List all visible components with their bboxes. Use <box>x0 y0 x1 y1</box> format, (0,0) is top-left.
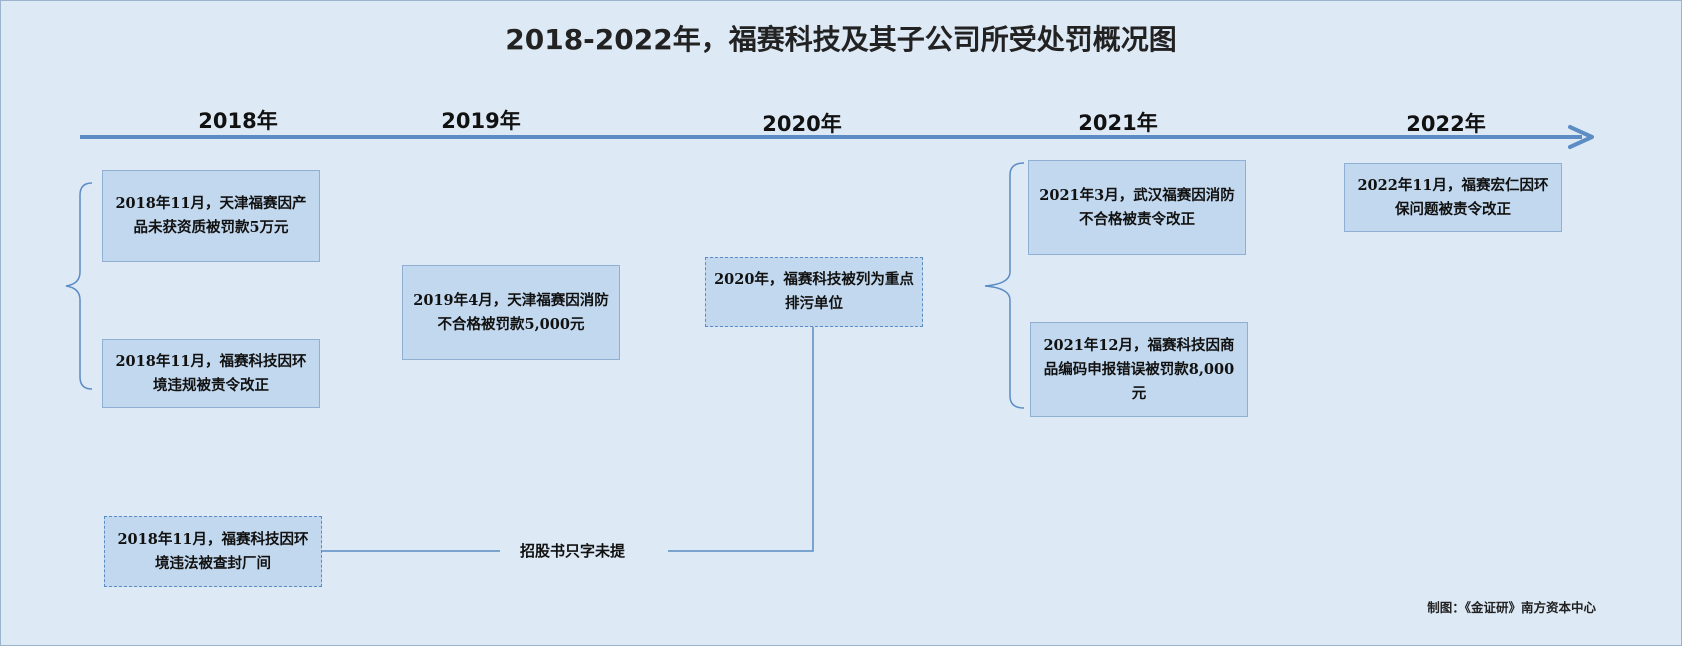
year-label-2021: 2021年 <box>1078 111 1158 135</box>
brace-2018 <box>65 182 93 390</box>
year-label-2022: 2022年 <box>1406 112 1486 136</box>
connector-note-2020 <box>668 326 814 552</box>
year-label-2019: 2019年 <box>441 109 521 133</box>
event-box-2019-fire: 2019年4月，天津福赛因消防不合格被罚款5,000元 <box>402 265 620 360</box>
event-text: 2022年11月，福赛宏仁因环保问题被责令改正 <box>1357 176 1549 218</box>
brace-2021 <box>984 162 1025 409</box>
year-label-2018: 2018年 <box>198 109 278 133</box>
timeline-arrowhead <box>1568 125 1594 149</box>
event-text: 2018年11月，天津福赛因产品未获资质被罚款5万元 <box>115 195 307 236</box>
event-text: 2019年4月，天津福赛因消防不合格被罚款5,000元 <box>413 291 609 333</box>
event-text: 2021年3月，武汉福赛因消防不合格被责令改正 <box>1039 186 1235 228</box>
event-text: 2020年，福赛科技被列为重点排污单位 <box>714 271 914 312</box>
event-box-2021-fire: 2021年3月，武汉福赛因消防不合格被责令改正 <box>1028 160 1246 255</box>
prospectus-note: 招股书只字未提 <box>512 540 634 561</box>
credit-label: 制图：《金证研》南方资本中心 <box>1427 600 1596 615</box>
event-text: 2021年12月，福赛科技因商品编码申报错误被罚款8,000元 <box>1043 336 1235 402</box>
event-box-2018-product: 2018年11月，天津福赛因产品未获资质被罚款5万元 <box>102 170 320 262</box>
event-box-2018-env-correction: 2018年11月，福赛科技因环境违规被责令改正 <box>102 339 320 408</box>
diagram-title: 2018-2022年，福赛科技及其子公司所受处罚概况图 <box>505 23 1177 56</box>
event-text: 2018年11月，福赛科技因环境违法被查封厂间 <box>117 530 309 572</box>
event-box-2022-env: 2022年11月，福赛宏仁因环保问题被责令改正 <box>1344 163 1562 232</box>
year-label-2020: 2020年 <box>762 112 842 136</box>
event-box-2018-env-seal: 2018年11月，福赛科技因环境违法被查封厂间 <box>104 516 322 587</box>
event-text: 2018年11月，福赛科技因环境违规被责令改正 <box>115 352 307 394</box>
event-box-2020-pollutant: 2020年，福赛科技被列为重点排污单位 <box>705 257 923 327</box>
event-box-2021-customs: 2021年12月，福赛科技因商品编码申报错误被罚款8,000元 <box>1030 322 1248 417</box>
